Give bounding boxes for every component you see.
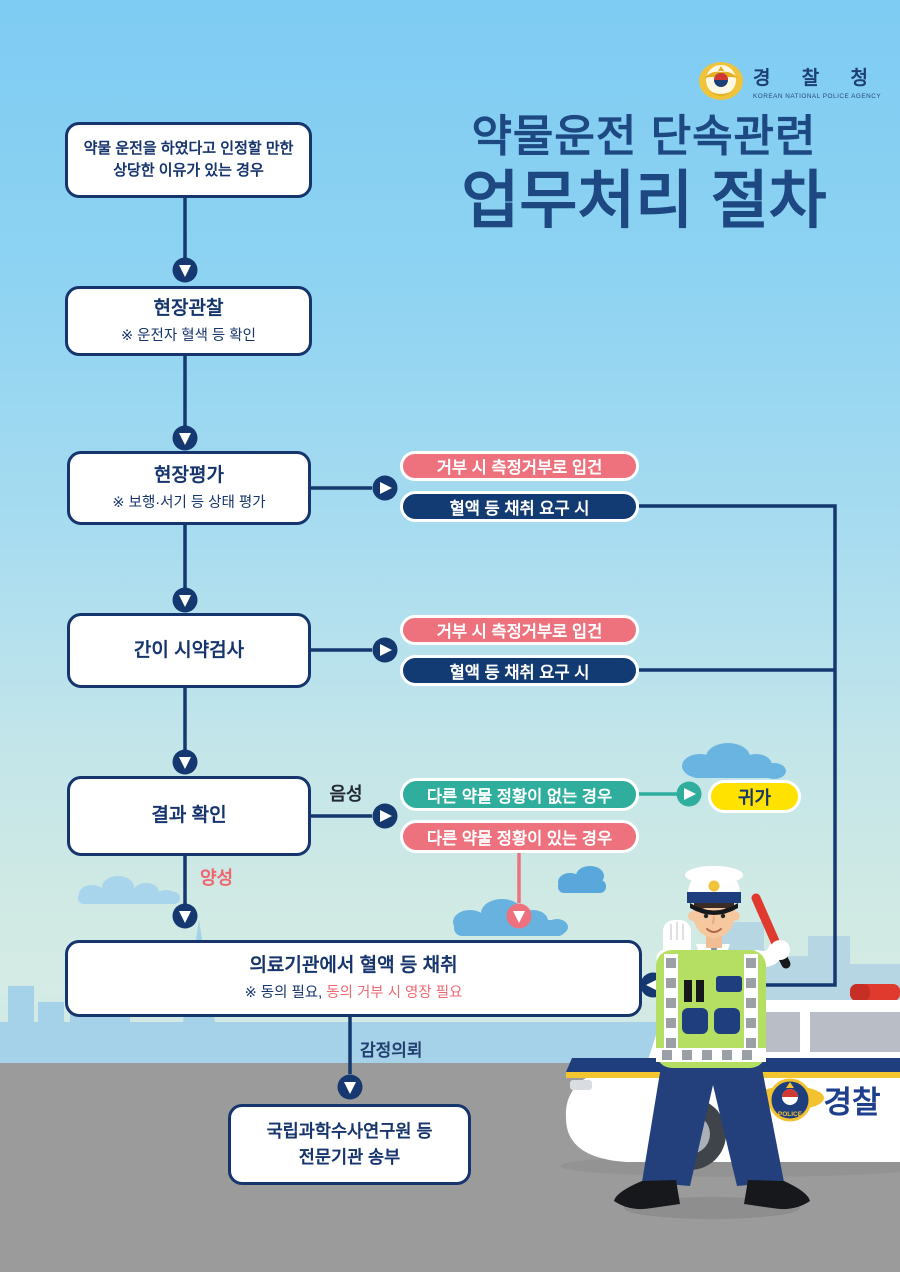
blood-collection-note: ※ 동의 필요, 동의 거부 시 영장 필요 [245, 985, 463, 1002]
field-evaluation-title: 현장평가 [154, 464, 224, 486]
result-check-title: 결과 확인 [151, 805, 227, 827]
pill-refusal-case-1-label: 거부 시 측정거부로 입건 [436, 459, 603, 477]
pill-other-drug-label: 다른 약물 정황이 있는 경우 [426, 829, 613, 848]
pill-no-other-drug-label: 다른 약물 정황이 없는 경우 [426, 787, 613, 806]
blood-collection-note-prefix: ※ 동의 필요, [244, 985, 323, 1002]
pill-blood-request-2: 혈액 등 채취 요구 시 [400, 655, 639, 686]
poster-title-line1: 약물운전 단속관련 [471, 112, 817, 161]
poster-title: 약물운전 단속관련 업무처리 절차 [408, 112, 880, 236]
blood-collection-title: 의료기관에서 혈액 등 채취 [249, 955, 458, 977]
analysis-request-label: 감정의뢰 [360, 1041, 423, 1060]
field-observation-title: 현장관찰 [153, 297, 224, 319]
pill-go-home-label: 귀가 [737, 787, 772, 808]
field-evaluation-note: ※ 보행·서기 등 상태 평가 [112, 494, 266, 511]
final-step-line2: 전문기관 송부 [298, 1146, 401, 1167]
field-observation-note: ※ 운전자 혈색 등 확인 [121, 327, 256, 344]
flow-box-result-check: 결과 확인 [67, 776, 311, 856]
pill-refusal-case-1: 거부 시 측정거부로 입건 [400, 451, 639, 481]
positive-branch-label: 양성 [200, 868, 234, 888]
poster-title-line2: 업무처리 절차 [461, 165, 827, 236]
flow-box-quick-drug-test: 간이 시약검사 [67, 613, 311, 688]
start-condition-line2: 상당한 이유가 있는 경우 [113, 162, 264, 179]
pill-blood-request-1: 혈액 등 채취 요구 시 [400, 491, 639, 522]
pill-other-drug-case: 다른 약물 정황이 있는 경우 [400, 820, 639, 853]
final-step-line1: 국립과학수사연구원 등 [266, 1120, 433, 1141]
pill-blood-request-1-label: 혈액 등 채취 요구 시 [449, 499, 590, 518]
pill-refusal-case-2: 거부 시 측정거부로 입건 [400, 615, 639, 645]
agency-name-kr: 경 찰 청 [753, 67, 881, 89]
agency-header: 경 찰 청 KOREAN NATIONAL POLICE AGENCY [698, 58, 881, 104]
flow-box-field-observation: 현장관찰 ※ 운전자 혈색 등 확인 [65, 286, 312, 356]
police-emblem-icon [699, 62, 743, 100]
start-condition-line1: 약물 운전을 하였다고 인정할 만한 [83, 139, 294, 157]
flow-box-blood-collection: 의료기관에서 혈액 등 채취 ※ 동의 필요, 동의 거부 시 영장 필요 [65, 940, 642, 1017]
pill-go-home: 귀가 [708, 780, 801, 813]
quick-drug-test-title: 간이 시약검사 [133, 639, 245, 661]
blood-collection-note-warning: 동의 거부 시 영장 필요 [322, 985, 463, 1002]
pill-blood-request-2-label: 혈액 등 채취 요구 시 [449, 663, 590, 682]
agency-name-en: KOREAN NATIONAL POLICE AGENCY [753, 92, 882, 100]
flow-box-start-condition: 약물 운전을 하였다고 인정할 만한 상당한 이유가 있는 경우 [65, 122, 312, 198]
flow-box-field-evaluation: 현장평가 ※ 보행·서기 등 상태 평가 [67, 451, 311, 525]
negative-branch-label: 음성 [329, 784, 363, 804]
pill-refusal-case-2-label: 거부 시 측정거부로 입건 [436, 623, 603, 641]
flow-box-final-step: 국립과학수사연구원 등 전문기관 송부 [228, 1104, 471, 1185]
pill-no-other-drug-case: 다른 약물 정황이 없는 경우 [400, 778, 639, 811]
